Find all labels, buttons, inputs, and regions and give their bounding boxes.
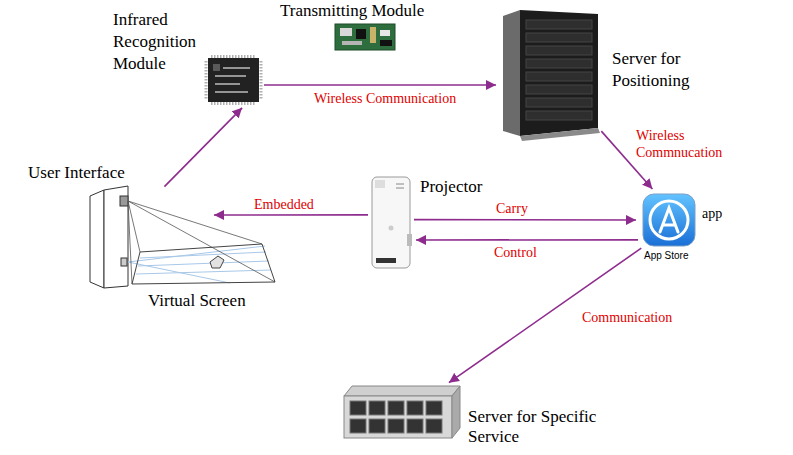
drive-bay — [407, 401, 423, 415]
edge-label: Wireless Commnucation — [634, 127, 733, 161]
board-pcb — [335, 24, 395, 50]
board-part — [380, 40, 392, 46]
drive-bay — [426, 401, 442, 415]
edge-label: Control — [492, 244, 539, 261]
positioning-server: Server for Positioning — [500, 10, 600, 140]
app-store-icon — [643, 194, 695, 246]
user-interface: User Interface — [85, 188, 210, 283]
server-base — [520, 128, 600, 141]
rack-server-illustration — [344, 386, 460, 438]
node-label: Server for Specific Service — [468, 407, 618, 447]
tower-server-illustration — [503, 10, 600, 141]
connector-arrow — [214, 214, 368, 216]
projector: Projector — [370, 175, 412, 270]
chip-marking — [215, 91, 248, 93]
wall-front — [104, 186, 128, 288]
projector-part — [396, 184, 404, 185]
projection-ray — [128, 201, 275, 282]
user-interface-illustration — [90, 186, 275, 288]
server-bay — [526, 72, 592, 81]
rack-front — [344, 396, 452, 438]
edge-label: Embedded — [252, 196, 316, 213]
chip-module: Infrared Recognition Module — [205, 55, 262, 105]
chip-marking — [215, 75, 246, 77]
board-part — [340, 28, 352, 36]
chip-logo — [213, 64, 220, 71]
rack-side — [452, 386, 460, 438]
projector-part — [396, 188, 404, 189]
connector-arrow — [264, 84, 496, 86]
chip-marking — [223, 67, 250, 69]
rack-top — [344, 386, 460, 396]
board-illustration — [335, 24, 395, 50]
transmitter-board: Transmitting Module — [335, 22, 395, 52]
edge-label: Communication — [580, 309, 674, 326]
server-bay — [526, 20, 592, 29]
sensor — [121, 258, 127, 266]
projector-part — [389, 226, 394, 231]
board-part — [356, 29, 366, 39]
drive-bay — [350, 401, 366, 415]
node-label: app — [702, 206, 722, 222]
screen-hatch — [138, 261, 269, 266]
embedded-projector — [120, 196, 128, 206]
icon-ring — [650, 201, 688, 239]
icon-glyph — [660, 208, 678, 232]
server-bay — [526, 98, 592, 107]
hand-figure — [210, 256, 224, 268]
drive-bay — [388, 419, 404, 433]
chip-pins — [260, 61, 263, 99]
projector-part — [376, 258, 396, 263]
icon-tile — [643, 194, 695, 246]
server-bay — [526, 46, 592, 55]
board-part — [380, 30, 390, 36]
connectors — [164, 85, 652, 383]
projection-ray — [128, 201, 132, 284]
edge-label: Wireless Communication — [312, 90, 486, 107]
drive-bay — [388, 401, 404, 415]
drive-bay — [369, 401, 385, 415]
node-label: App Store — [644, 250, 688, 262]
drive-bay — [426, 419, 442, 433]
board-part — [370, 27, 376, 43]
drive-bay — [407, 419, 423, 433]
server-bay — [526, 59, 592, 68]
projector-illustration — [372, 177, 412, 268]
node-label: Infrared Recognition Module — [113, 9, 217, 75]
connector-arrow — [164, 108, 242, 187]
wall-side — [90, 190, 104, 288]
chip-marking — [215, 83, 240, 85]
chip-illustration — [206, 57, 261, 104]
chip-body — [208, 58, 259, 102]
edge-label: Carry — [494, 200, 530, 217]
connector-arrow — [414, 219, 636, 221]
node-label: User Interface — [28, 163, 125, 183]
chip-pins — [205, 61, 208, 99]
drive-bay — [369, 419, 385, 433]
node-label: Projector — [420, 177, 482, 197]
connector-arrow — [416, 239, 638, 241]
projector-body — [372, 177, 410, 268]
projector-port — [407, 234, 412, 246]
app-store-app: appApp Store — [640, 192, 698, 247]
drive-bay — [350, 419, 366, 433]
chip-pins — [211, 55, 256, 58]
server-side — [503, 10, 520, 136]
virtual-screen — [132, 244, 275, 284]
part-label: Virtual Screen — [148, 291, 246, 311]
projector-part — [375, 180, 385, 188]
service-server: Server for Specific Service — [340, 385, 460, 440]
node-label: Transmitting Module — [280, 1, 424, 21]
server-bay — [526, 85, 592, 94]
screen-hatch — [136, 270, 271, 274]
server-bay — [526, 33, 592, 42]
server-front — [520, 10, 598, 136]
node-label: Server for Positioning — [612, 48, 716, 92]
board-part — [342, 41, 362, 45]
server-bay — [526, 111, 592, 120]
chip-pins — [211, 102, 256, 105]
